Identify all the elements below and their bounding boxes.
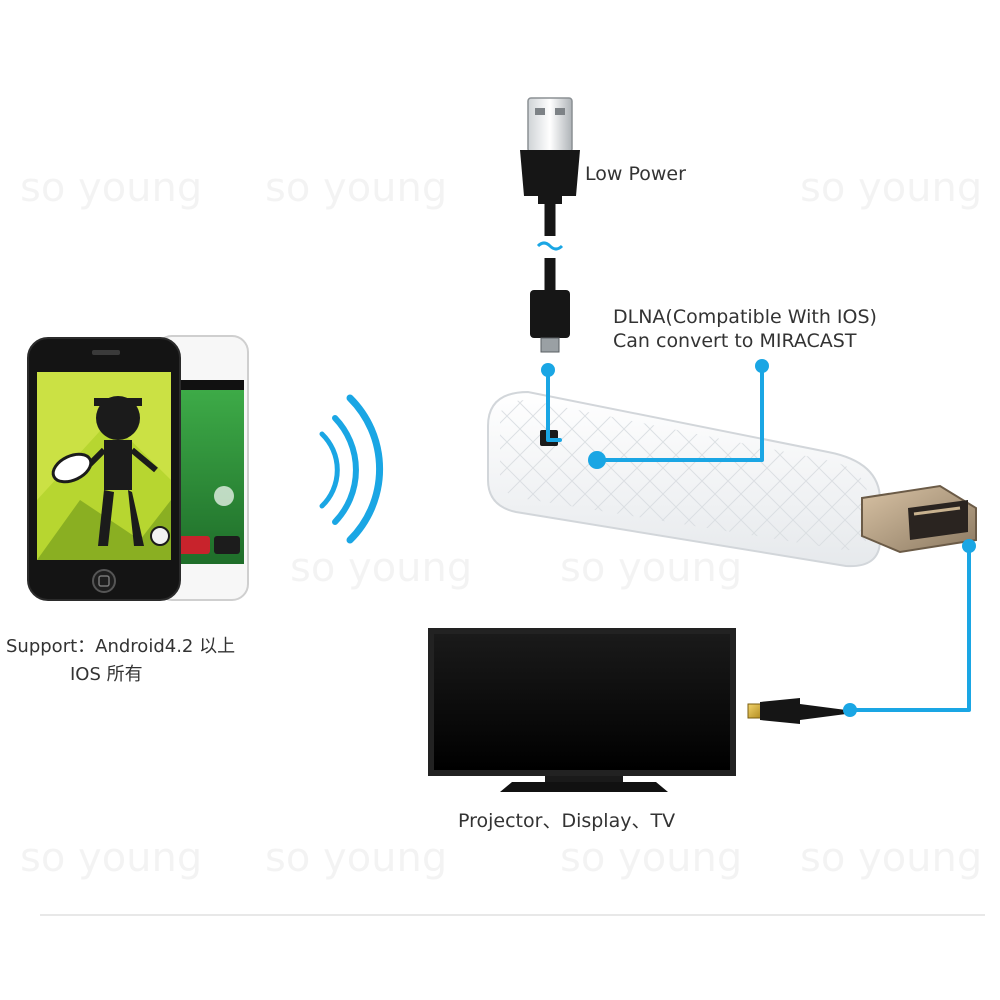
- character-illustration: [51, 396, 170, 546]
- hdmi-cable: [747, 698, 846, 724]
- support-ios-label: IOS 所有: [70, 664, 143, 685]
- devices-label: Projector、Display、TV: [458, 810, 676, 832]
- watermark: so young: [560, 545, 742, 591]
- wireless-display-dongle: [487, 390, 881, 568]
- watermark: so young: [20, 835, 202, 881]
- usb-plug-icon: [520, 97, 580, 204]
- tv-display: [428, 628, 736, 792]
- watermark: so young: [290, 545, 472, 591]
- watermark: so young: [560, 835, 742, 881]
- phone-black: [27, 337, 181, 601]
- micro-usb-plug-icon: [530, 290, 570, 353]
- watermark: so young: [800, 835, 982, 881]
- bottom-divider: [40, 914, 985, 916]
- callout-dots: [541, 359, 976, 717]
- watermark: so young: [20, 165, 202, 211]
- cable-break-icon: [536, 241, 564, 251]
- low-power-label: Low Power: [585, 163, 686, 185]
- watermark: so young: [265, 165, 447, 211]
- callout-lines: [546, 364, 971, 712]
- wifi-signal-icon: [319, 394, 383, 544]
- support-android-label: Support：Android4.2 以上: [6, 636, 236, 657]
- watermark: so young: [265, 835, 447, 881]
- hdmi-plug-icon: [861, 484, 977, 554]
- dlna-label: DLNA(Compatible With IOS): [613, 306, 877, 328]
- miracast-label: Can convert to MIRACAST: [613, 330, 857, 352]
- watermark: so young: [800, 165, 982, 211]
